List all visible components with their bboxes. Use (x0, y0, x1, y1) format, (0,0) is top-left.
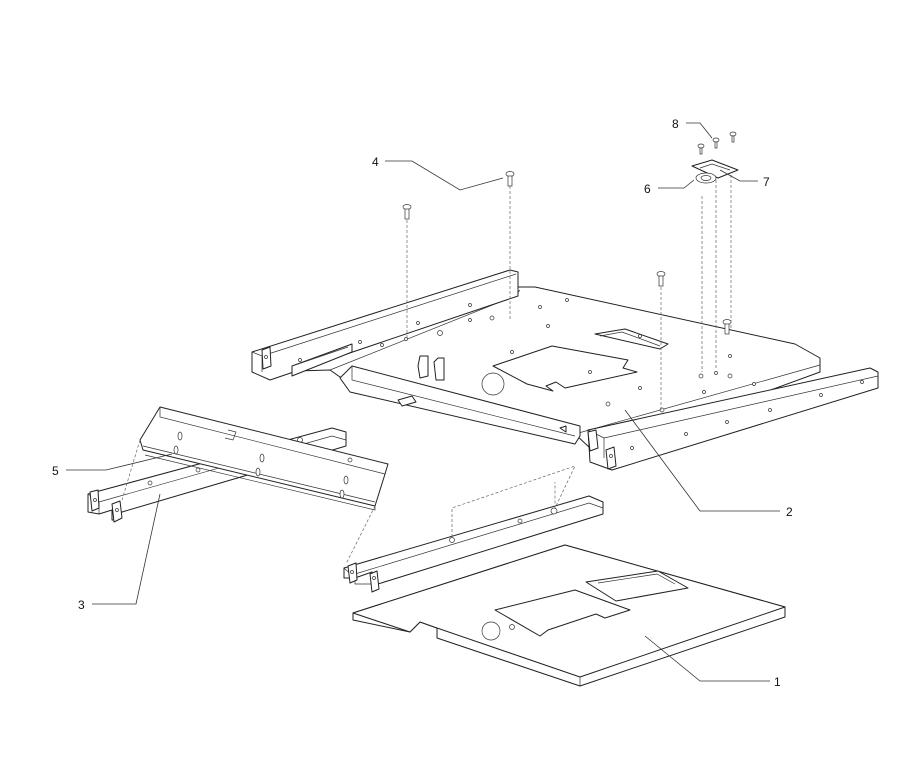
leader-7 (719, 169, 758, 182)
leader-5 (66, 453, 173, 471)
screw-icon (729, 131, 737, 143)
screw-icon (402, 204, 412, 220)
part-4-screws (402, 171, 732, 410)
callout-6: 6 (644, 182, 651, 196)
callout-3: 3 (78, 598, 85, 612)
callout-labels: 1 2 3 4 5 6 7 8 (52, 117, 793, 689)
leader-2 (624, 409, 780, 512)
leader-1 (644, 635, 770, 682)
leader-6 (658, 179, 695, 189)
screw-icon (505, 171, 515, 187)
leader-lines (66, 122, 780, 682)
part-1-base-pad (352, 544, 786, 687)
screw-icon (656, 271, 666, 287)
part-2-main-tray (251, 269, 879, 471)
callout-4: 4 (372, 155, 379, 169)
callout-2: 2 (786, 505, 793, 519)
callout-1: 1 (774, 675, 781, 689)
leader-3 (92, 493, 161, 605)
callout-5: 5 (52, 464, 59, 478)
callout-7: 7 (763, 175, 770, 189)
part-5-bracket (121, 406, 389, 565)
leader-8 (686, 122, 713, 139)
screw-icon (712, 137, 720, 149)
part-3-rail-right (343, 465, 604, 593)
callout-8: 8 (672, 117, 679, 131)
leader-4 (385, 160, 504, 191)
screw-icon (697, 143, 705, 155)
